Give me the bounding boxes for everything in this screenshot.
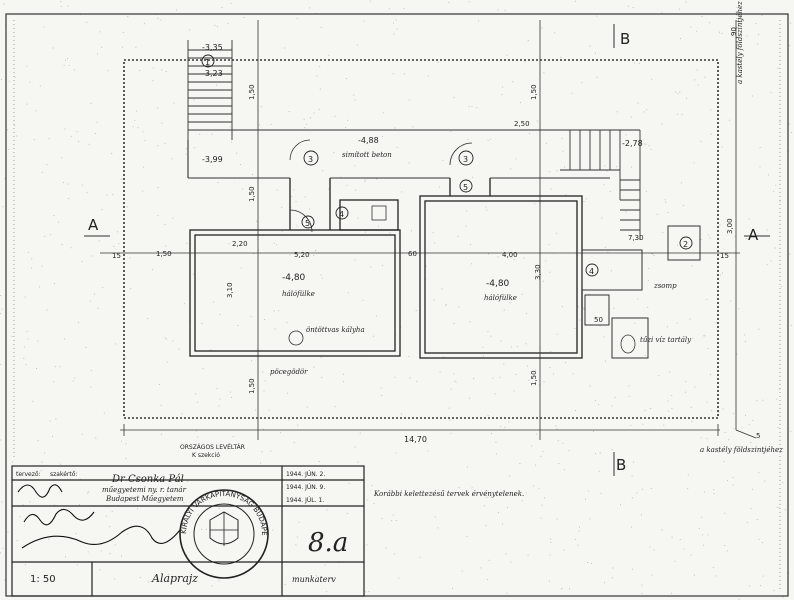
szakerto-label: szakértő: [50,471,77,478]
archive-stamp: ORSZÁGOS LEVÉLTÁR [180,443,245,451]
seal-text: KIRÁLYI VÁRKAPITÁNYSÁG BUDAPEST [0,0,268,536]
dim-150a: 1,50 [156,250,172,258]
circle-3b: 3 [463,155,468,164]
dim-50: 50 [594,316,603,324]
title-block [11,465,365,597]
dim-150f: 1,50 [530,370,538,386]
dim-150b: 1,50 [248,84,256,100]
dim-5: 5 [756,432,760,440]
section-b-top: B [620,30,630,48]
circle-2: 2 [683,240,688,249]
level-right-landing: -2,78 [622,139,643,148]
dim-150e: 1,50 [248,378,256,394]
circle-3a: 3 [308,155,313,164]
label-left-room: hálófülke [282,290,315,298]
scan-border [13,20,781,590]
designer-title: műegyetemi ny. r. tanár [102,485,187,494]
dim-left-room-width: 5,20 [294,251,310,259]
section-b-bottom: B [616,456,626,474]
section-a-left: A [88,216,99,234]
right-room-walls [419,178,583,359]
dim-300: 3,00 [726,218,734,234]
label-pit: pöcegödör [270,368,308,376]
dim-total-width: 14,70 [404,435,427,444]
note-kazan-bottom: a kastély földszintjéhez [700,446,783,454]
level-stair-mid: -3,23 [202,69,223,78]
level-corridor: -4,88 [358,136,379,145]
dim-250: 2,50 [514,120,530,128]
dim-right-room-width: 4,00 [502,251,518,259]
circle-1: 1 [205,58,210,67]
circle-4a: 4 [339,210,344,219]
circle-4b: 4 [589,267,594,276]
right-stair [560,129,641,240]
dim-220: 2,20 [232,240,248,248]
dim-15b: 15 [720,252,729,260]
sheet-number: 8.a [308,528,348,558]
drawing-title: Alaprajz [151,572,198,585]
corridor [187,129,640,179]
label-cistern: tűzi víz tartály [640,335,692,344]
dim-330: 3,30 [534,264,542,280]
outer-footprint [123,59,719,419]
round-seal [179,489,269,579]
note-kazan-top: a kastély földszintjéhez [736,1,744,84]
label-sump: zsomp [653,282,677,290]
designer-institution: Budapest Műegyetem [105,494,184,503]
remark-note: Korábbi kelettezésű tervek érvénytelenek… [373,489,524,498]
scale: 1: 50 [30,574,56,585]
work-label: munkaterv [292,575,336,584]
dim-150c: 1,50 [530,84,538,100]
dim-60: 60 [408,250,417,258]
label-right-room: hálófülke [484,294,517,302]
sheet-frame [5,13,789,597]
level-stair-bottom: -3,99 [202,155,223,164]
door-swings [288,139,636,354]
circle-5b: 5 [463,183,468,192]
level-right-room: -4,80 [486,279,510,289]
archive-stamp-sub: K szekció [192,452,220,459]
dim-150d: 1,50 [248,186,256,202]
designer-name: Dr Csonka Pál [111,474,184,485]
dim-90: 90 [730,27,738,36]
dim-15a: 15 [112,252,121,260]
section-a-right: A [748,226,759,244]
level-stair-top: -3,35 [202,43,223,52]
service-rooms [581,225,701,359]
tervezo-label: tervező: [16,471,41,478]
label-corridor-material: simított beton [342,151,392,159]
date-2: 1944. JÚN. 9. [286,484,325,491]
circle-5a: 5 [305,219,310,228]
left-stair [187,40,233,140]
signatures [17,484,181,549]
label-stove: öntöttvas kályha [306,326,365,334]
left-room-walls [189,178,401,357]
level-left-room: -4,80 [282,273,306,283]
dim-310: 3,10 [226,282,234,298]
dimension-lines [100,20,757,440]
circle-markers [201,54,693,277]
date-3: 1944. JÚL. 1. [286,497,324,504]
dim-730: 7,30 [628,234,644,242]
section-markers [84,24,770,476]
date-1: 1944. JÚN. 2. [286,471,325,478]
